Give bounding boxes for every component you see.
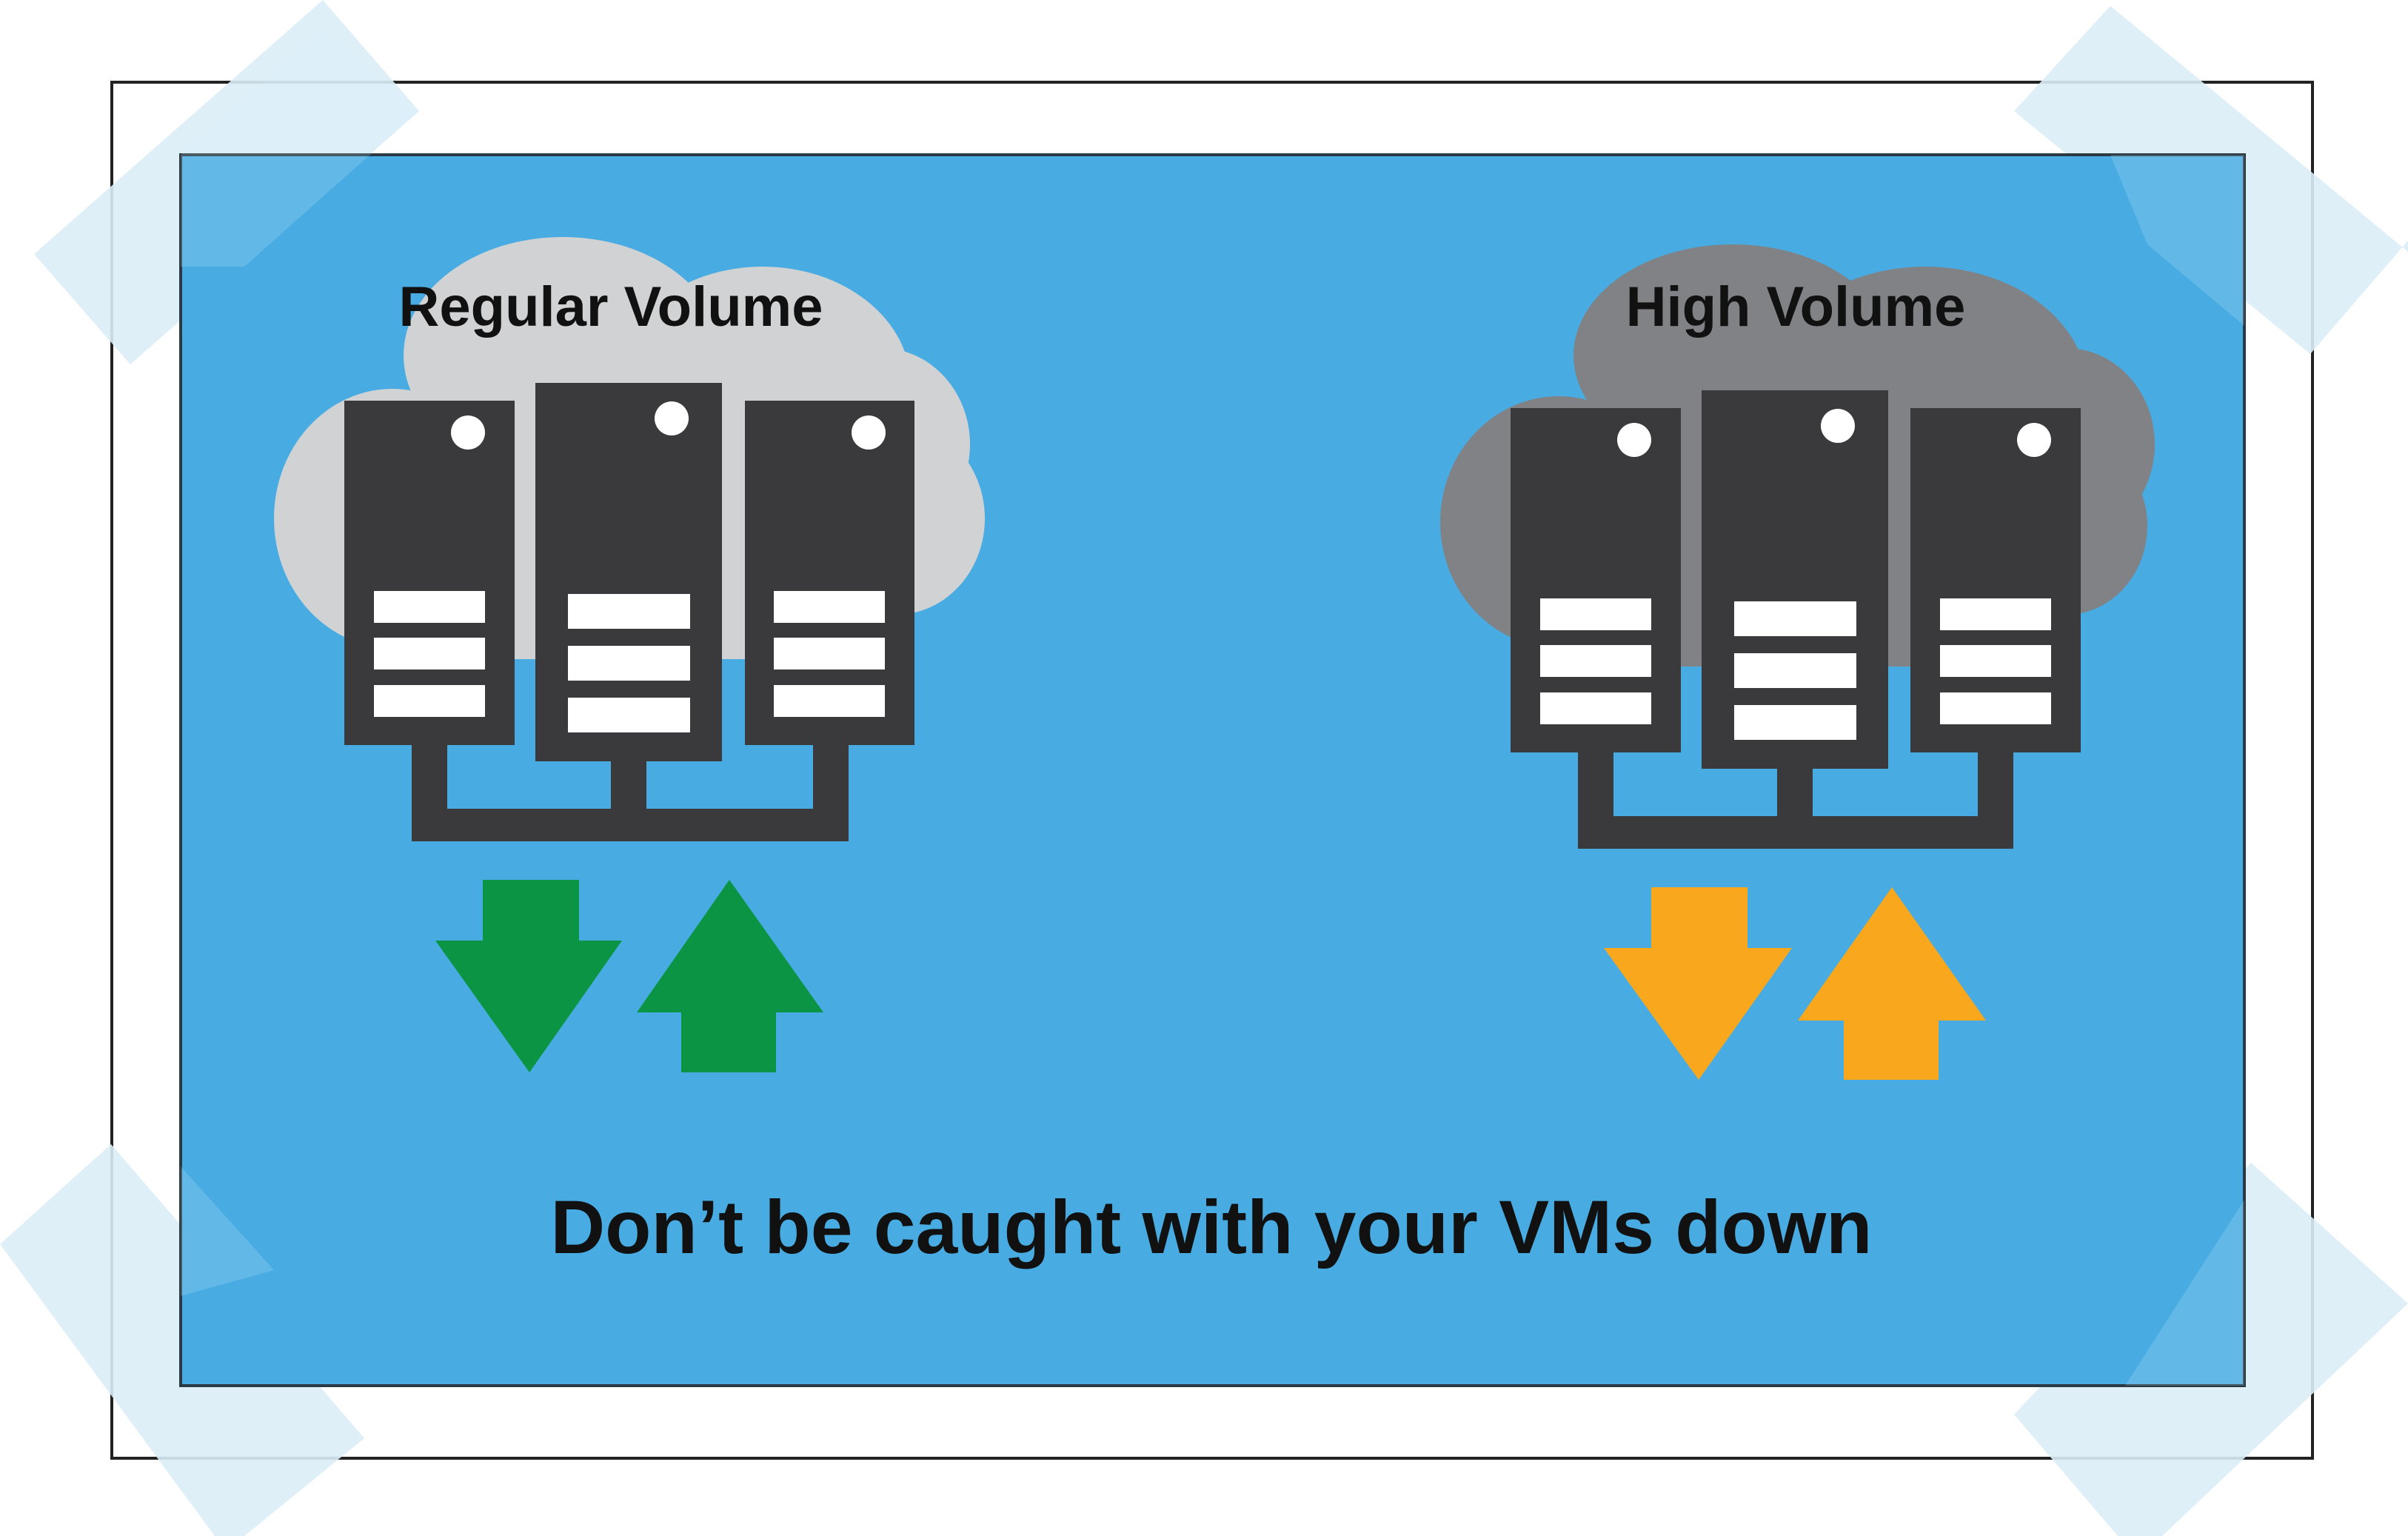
upload-arrow-high [1798, 887, 1986, 1080]
server-regular-right [745, 401, 914, 745]
network-connector-high [1578, 752, 2013, 849]
tape-overlap-top-right [2110, 155, 2244, 326]
tape-overlap-top-left [181, 30, 419, 267]
label-high-volume: High Volume [1626, 276, 1966, 338]
caption: Don’t be caught with your VMs down [551, 1185, 1873, 1269]
server-regular-left [344, 401, 515, 745]
panel-high-volume: High Volume [1440, 244, 2155, 1080]
download-arrow-regular [435, 880, 622, 1072]
server-high-left [1511, 408, 1681, 752]
server-high-right [1910, 408, 2081, 752]
download-arrow-high [1604, 887, 1792, 1080]
upload-arrow-regular [637, 880, 823, 1072]
panel-regular-volume: Regular Volume [274, 237, 985, 1072]
server-high-center [1702, 390, 1888, 769]
tape-overlap-bottom-right [2125, 1200, 2244, 1386]
tape-overlap-bottom-left [181, 1166, 274, 1296]
label-regular-volume: Regular Volume [399, 276, 823, 338]
network-connector-regular [412, 745, 849, 841]
server-regular-center [535, 383, 722, 761]
